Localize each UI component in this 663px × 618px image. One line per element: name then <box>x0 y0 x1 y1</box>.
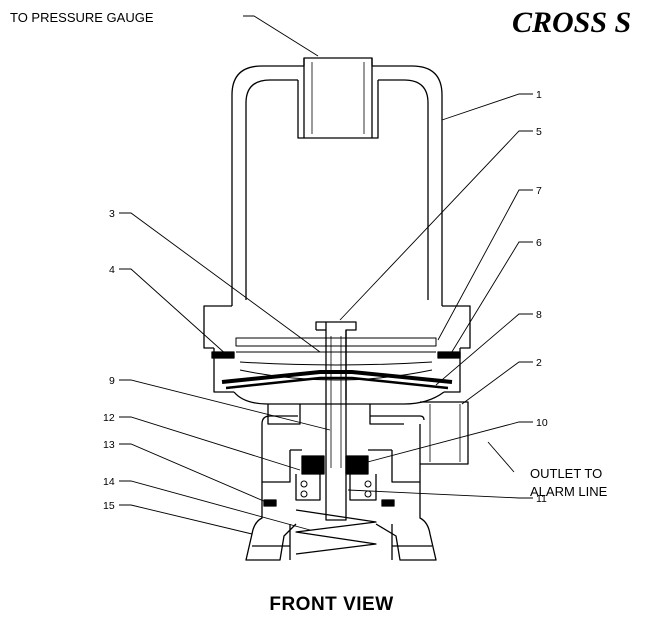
part-number-1: 1 <box>536 89 542 101</box>
outlet-port <box>420 401 469 465</box>
part-number-11: 11 <box>536 493 547 505</box>
part-number-12: 12 <box>103 412 115 424</box>
part-number-9: 9 <box>109 375 115 387</box>
upper-housing-inner <box>245 79 429 300</box>
view-label: FRONT VIEW <box>269 594 394 615</box>
diaphragm <box>221 370 453 384</box>
part-number-15: 15 <box>103 500 115 512</box>
part-number-7: 7 <box>536 185 542 197</box>
outlet-callout-line2: ALARM LINE <box>530 484 608 499</box>
central-stem <box>315 321 357 400</box>
upper-housing <box>231 65 443 306</box>
diagram-title: CROSS S <box>512 6 632 39</box>
part-number-6: 6 <box>536 237 542 249</box>
outlet-callout-line1: OUTLET TO <box>530 466 602 481</box>
lower-body <box>233 391 445 405</box>
base <box>245 482 437 561</box>
part-number-3: 3 <box>109 208 115 220</box>
part-number-8: 8 <box>536 309 542 321</box>
part-number-14: 14 <box>103 476 115 488</box>
part-number-13: 13 <box>103 439 115 451</box>
part-number-10: 10 <box>536 417 548 429</box>
part-number-4: 4 <box>109 264 115 276</box>
part-number-5: 5 <box>536 126 542 138</box>
spring <box>295 509 377 555</box>
gauge-port <box>297 57 379 139</box>
gauge-callout: TO PRESSURE GAUGE <box>10 10 154 25</box>
part-number-2: 2 <box>536 357 542 369</box>
